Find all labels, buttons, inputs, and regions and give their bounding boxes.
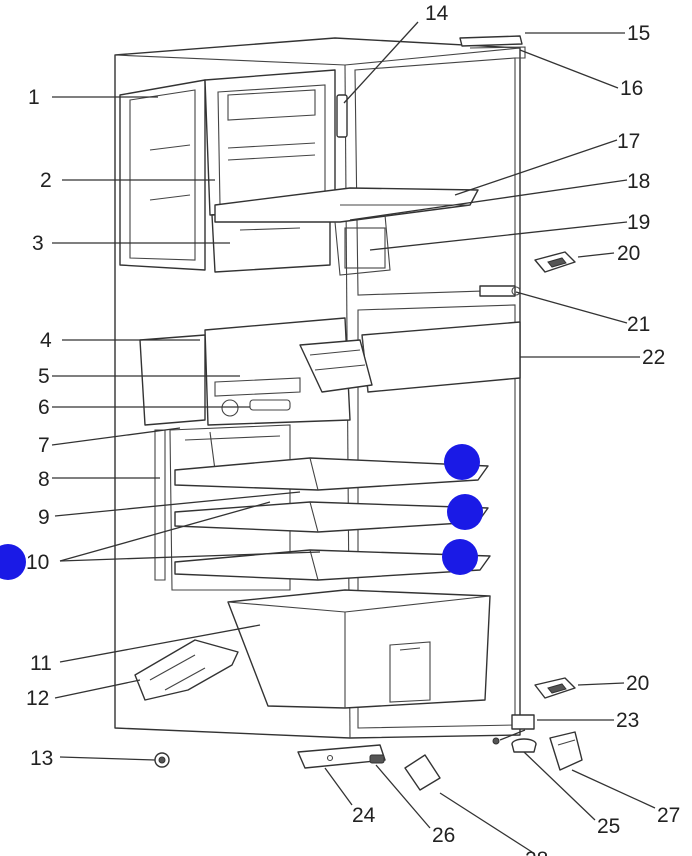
callout-24: 24 [352,804,376,827]
door-bracket-top [534,251,576,273]
control-switch [336,94,348,138]
marker-dot-2[interactable] [447,494,483,530]
callout-labels: 1 2 3 4 5 6 7 8 9 10 11 12 13 14 15 16 1… [26,2,680,856]
callout-20-top: 20 [617,242,640,265]
base-plate-24 [297,744,386,769]
chiller-housing [139,317,373,426]
callout-12: 12 [26,687,49,710]
cover-28 [404,754,441,791]
callout-6: 6 [38,396,50,419]
crisper-drawer [227,589,491,709]
callout-10: 10 [26,551,49,574]
foot-13 [154,752,170,768]
callout-7: 7 [38,434,50,457]
light-unit [479,285,521,297]
callout-25: 25 [597,815,620,838]
hinge-cover-27 [549,731,583,771]
callout-1: 1 [28,86,40,109]
lower-hinge-23 [492,714,535,745]
leader-lines [51,21,656,853]
callout-11: 11 [30,652,52,675]
glass-shelf-3 [174,549,491,581]
callout-8: 8 [38,468,50,491]
crisper-rail [134,639,239,701]
marker-dot-3[interactable] [442,539,478,575]
callout-21: 21 [627,313,650,336]
callout-9: 9 [38,506,50,529]
callout-15: 15 [627,22,650,45]
glass-shelf-1 [174,457,489,491]
callout-23: 23 [616,709,639,732]
callout-4: 4 [40,329,52,352]
callout-13: 13 [30,747,53,770]
callout-18: 18 [627,170,650,193]
callout-27: 27 [657,804,680,827]
callout-14: 14 [425,2,449,25]
callout-19: 19 [627,211,650,234]
callout-2: 2 [40,169,52,192]
callout-16: 16 [620,77,643,100]
callout-3: 3 [32,232,44,255]
roller-26 [369,754,385,764]
door-bracket-bottom [534,677,576,699]
callout-20-bottom: 20 [626,672,649,695]
freezer-liner [119,79,206,271]
marker-dot-1[interactable] [444,444,480,480]
adjustable-foot-25 [511,738,537,753]
callout-5: 5 [38,365,50,388]
freezer-door-frame [204,69,336,216]
callout-26: 26 [432,824,455,847]
callout-22: 22 [642,346,665,369]
callout-17: 17 [617,130,640,153]
highlight-markers [0,444,483,580]
callout-28: 28 [525,848,548,856]
marker-dot-4[interactable] [0,544,26,580]
